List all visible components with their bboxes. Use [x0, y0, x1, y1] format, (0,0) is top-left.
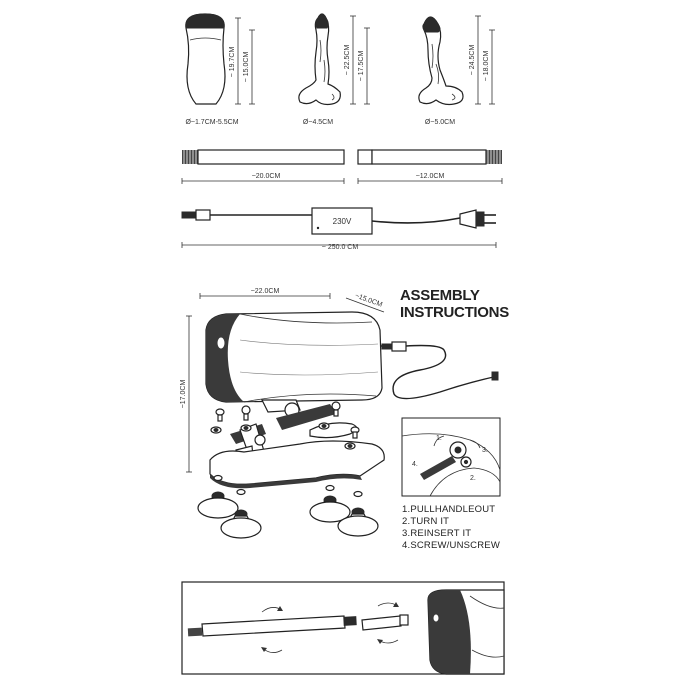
- callout-1: 1.: [436, 435, 442, 442]
- machine-illustration: [197, 311, 499, 539]
- assembly-detail-box: 1. 2. 3. 4.: [401, 417, 501, 497]
- toy2-length-label: ~ 22.5CM: [344, 45, 351, 76]
- step-3: 3.REINSERT IT: [402, 528, 471, 539]
- power-adapter-cable: 230V ~ 250.0 CM: [181, 207, 497, 251]
- toy-sleeve: ~ 19.7CM ~ 15.0CM Ø~1.7CM-5.5CM: [185, 13, 255, 126]
- toy1-length-label: ~ 19.7CM: [229, 47, 236, 78]
- toy-dildo-small: ~ 22.5CM ~ 17.5CM Ø~4.5CM: [298, 13, 370, 126]
- machine-height-label: ~17.0CM: [180, 380, 187, 409]
- step-2: 2.TURN IT: [402, 516, 449, 527]
- cable-length-label: ~ 250.0 CM: [322, 244, 359, 251]
- rod-long-length-label: ~20.0CM: [252, 173, 281, 180]
- toy1-insertable-label: ~ 15.0CM: [243, 52, 250, 83]
- step-4: 4.SCREW/UNSCREW: [402, 540, 500, 551]
- step-1: 1.PULLHANDLEOUT: [402, 504, 495, 515]
- rod-short-length-label: ~12.0CM: [416, 173, 445, 180]
- toy-dildo-large: ~ 24.5CM ~ 18.0CM Ø~5.0CM: [418, 15, 495, 126]
- assembly-title-line1: ASSEMBLY: [400, 287, 480, 304]
- adapter-label: 230V: [333, 217, 352, 226]
- toy1-diameter-label: Ø~1.7CM-5.5CM: [185, 119, 238, 126]
- toy2-insertable-label: ~ 17.5CM: [358, 51, 365, 82]
- toy3-insertable-label: ~ 18.0CM: [483, 51, 490, 82]
- toy3-diameter-label: Ø~5.0CM: [425, 119, 455, 126]
- rod-short: ~12.0CM: [357, 149, 503, 184]
- toy2-diameter-label: Ø~4.5CM: [303, 119, 333, 126]
- callout-4: 4.: [412, 461, 418, 468]
- screw-hardware: [210, 401, 363, 498]
- callout-3: 3.: [482, 447, 488, 454]
- callout-2: 2.: [470, 475, 476, 482]
- suction-cups: [197, 491, 379, 539]
- machine-width-label: ~22.0CM: [251, 288, 280, 295]
- toy3-length-label: ~ 24.5CM: [469, 45, 476, 76]
- assembly-title-line2: INSTRUCTIONS: [400, 304, 509, 321]
- rod-attachment-panel: [181, 581, 505, 675]
- rod-long: ~20.0CM: [181, 149, 345, 184]
